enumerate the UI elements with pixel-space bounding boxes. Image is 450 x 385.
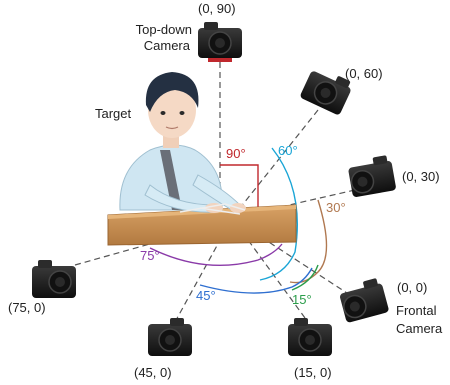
camera-0-30 — [348, 155, 396, 197]
angle-arc-60 — [259, 147, 298, 281]
camera-0-0 — [340, 278, 389, 323]
cameras — [32, 22, 396, 356]
camera-0-60 — [300, 71, 351, 115]
label-cam-15-0: (15, 0) — [294, 365, 332, 380]
label-cam-0-30: (0, 30) — [402, 169, 440, 184]
camera-15-0 — [288, 318, 332, 356]
angle-arc-45 — [199, 267, 313, 294]
label-cam-45-0: (45, 0) — [134, 365, 172, 380]
target-person — [119, 72, 246, 213]
top-down-camera-label-line1: Top-down — [136, 22, 192, 37]
angle-label-90: 90° — [226, 146, 246, 161]
camera-0-90 — [198, 22, 242, 62]
camera-75-0 — [32, 260, 76, 298]
angle-labels: 90° 60° 30° 15° 45° 75° — [140, 143, 346, 307]
label-cam-75-0: (75, 0) — [8, 300, 46, 315]
angle-arc-75 — [149, 243, 283, 267]
top-down-camera-label-line2: Camera — [144, 38, 191, 53]
angle-label-15: 15° — [292, 292, 312, 307]
angle-arc-15 — [291, 264, 319, 291]
label-cam-0-0: (0, 0) — [397, 280, 427, 295]
name-labels: Top-down Camera Target Frontal Camera — [95, 22, 443, 336]
frontal-camera-label-line2: Camera — [396, 321, 443, 336]
camera-45-0 — [148, 318, 192, 356]
angle-label-45: 45° — [196, 288, 216, 303]
view-line-0-0 — [231, 217, 351, 296]
target-label: Target — [95, 106, 132, 121]
angle-label-30: 30° — [326, 200, 346, 215]
camera-labels: (0, 90) (0, 60) (0, 30) (0, 0) (15, 0) (… — [8, 1, 440, 380]
angle-label-60: 60° — [278, 143, 298, 158]
label-cam-0-90: (0, 90) — [198, 1, 236, 16]
target-object — [179, 203, 246, 215]
view-line-0-60 — [231, 109, 319, 219]
label-cam-0-60: (0, 60) — [345, 66, 383, 81]
frontal-camera-label-line1: Frontal — [396, 303, 437, 318]
angle-label-75: 75° — [140, 248, 160, 263]
